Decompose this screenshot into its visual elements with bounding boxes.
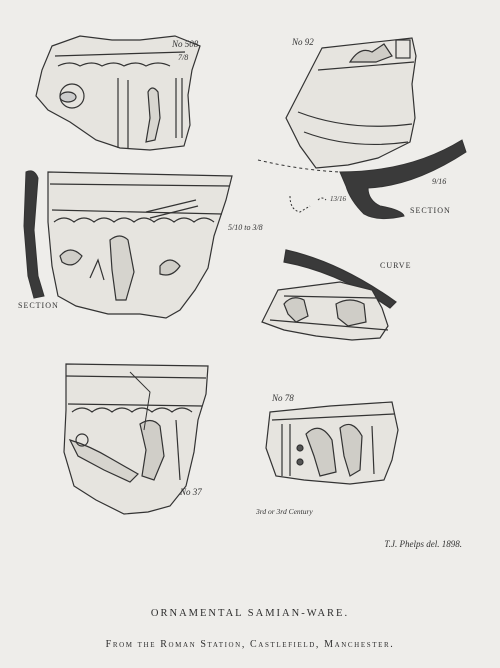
plate-title: ORNAMENTAL SAMIAN-WARE. [150, 608, 350, 619]
plate-subtitle: From the Roman Station, Castlefield, Man… [105, 639, 395, 650]
no508-scale: 7/8 [178, 53, 189, 62]
fragment-no508 [35, 35, 201, 151]
fragment-large [47, 171, 233, 319]
section-right-label: SECTION [410, 206, 451, 215]
no78-note: 3rd or 3rd Century [256, 507, 313, 516]
no92-number: No 92 [292, 37, 314, 47]
no508-number: No 508 [172, 39, 199, 49]
fragment-curve [261, 249, 397, 341]
no78-number: No 78 [272, 393, 294, 403]
no37-number: No 37 [180, 487, 202, 497]
section-left-label: SECTION [18, 301, 59, 310]
section-left [23, 170, 45, 299]
no92-scale: 9/16 [432, 177, 447, 186]
fragment-no37 [63, 363, 209, 515]
fragment-no92 [285, 37, 417, 169]
large-scale: 5/10 to 3/8 [228, 223, 263, 232]
section-no92 [257, 139, 467, 220]
signature: T.J. Phelps del. 1898. [384, 539, 462, 549]
no92-scale-2: 13/16 [330, 195, 346, 203]
fragment-no78 [265, 401, 399, 485]
curve-label: CURVE [380, 261, 412, 270]
